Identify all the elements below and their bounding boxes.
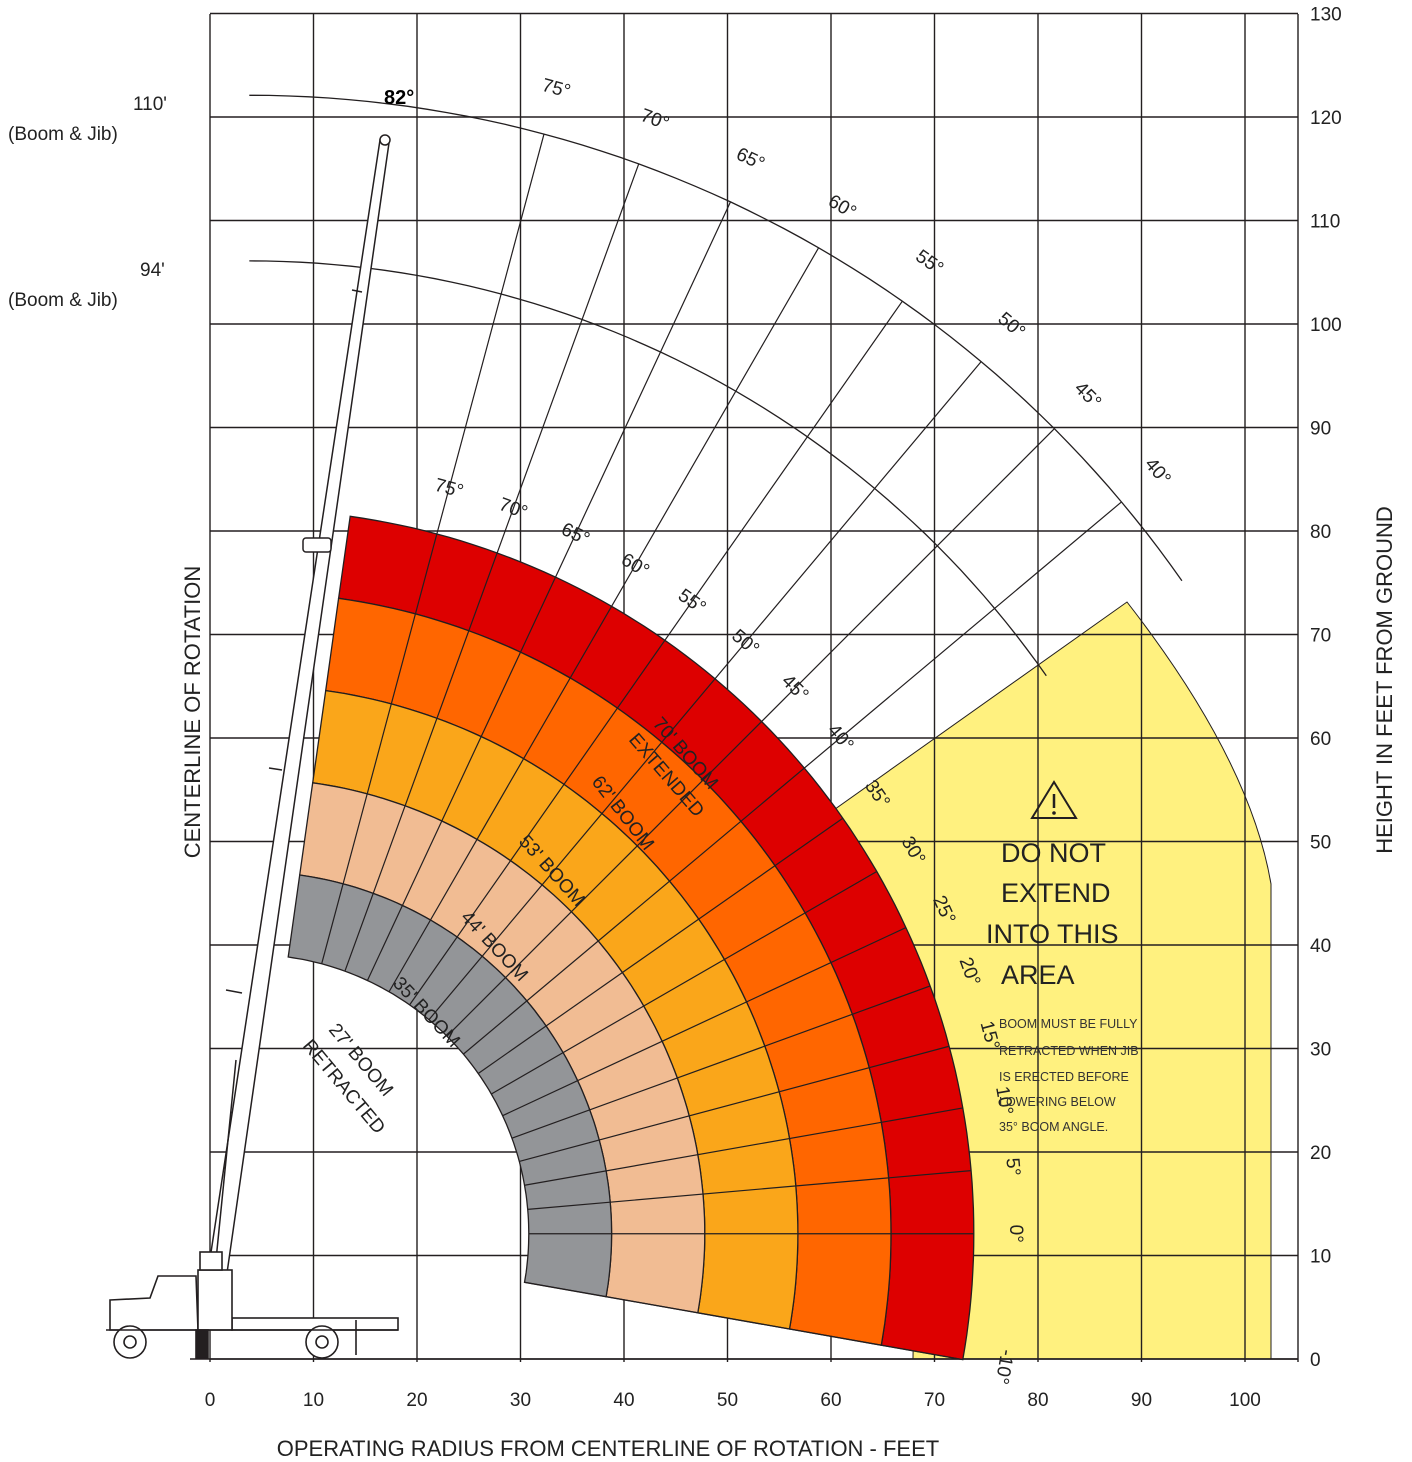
x-tick-label: 70	[924, 1390, 945, 1411]
x-tick-label: 80	[1027, 1390, 1048, 1411]
warning-line-2: EXTEND	[1001, 878, 1111, 908]
jib-110-label: 110'	[133, 94, 167, 115]
angle-ray	[502, 927, 907, 1117]
warning-note-2: RETRACTED WHEN JIB	[999, 1044, 1139, 1058]
inner-angle-label: 40°	[823, 720, 858, 756]
angle-ray	[477, 817, 844, 1074]
angle-ray	[511, 985, 931, 1139]
x-tick-label: 50	[717, 1390, 738, 1411]
y-tick-label: 10	[1310, 1247, 1331, 1268]
angle-ray	[524, 1281, 963, 1361]
x-tick-label: 40	[613, 1390, 634, 1411]
warning-line-1: DO NOT	[1001, 838, 1106, 868]
band-35	[287, 874, 613, 1298]
inner-angle-label: 0°	[1005, 1225, 1026, 1243]
y-tick-label: 40	[1310, 936, 1331, 957]
outer-angle-label: 50°	[994, 308, 1030, 343]
y-tick-label: 60	[1310, 729, 1331, 750]
outer-angle-label: 75°	[540, 75, 573, 103]
centerline-label: CENTERLINE OF ROTATION	[180, 566, 205, 859]
x-tick-label: 0	[205, 1390, 216, 1411]
inner-angle-label: 50°	[727, 626, 763, 661]
warning-note-4: LOWERING BELOW	[999, 1095, 1116, 1109]
y-tick-label: 0	[1310, 1350, 1321, 1371]
y-tick-label: 130	[1310, 5, 1342, 26]
angle-ray	[519, 1045, 950, 1163]
angle-ray	[446, 428, 1055, 1037]
inner-angle-label: 75°	[432, 475, 465, 503]
y-axis-ticks: 0 10 20 30 40 50 60 70 80 90 100 110 120 130	[1310, 5, 1342, 1372]
jib-94-sublabel: (Boom & Jib)	[8, 290, 118, 311]
angle-ray	[428, 361, 982, 1021]
angle-ray	[491, 870, 878, 1095]
inner-angle-label: 65°	[558, 519, 593, 550]
jib-94-label: 94'	[140, 260, 165, 281]
x-tick-label: 10	[303, 1390, 324, 1411]
jib-reach-arcs	[249, 94, 1183, 677]
jib-arc	[249, 260, 1047, 677]
inner-angle-label: 10°	[991, 1085, 1017, 1117]
angle-ray	[366, 201, 732, 981]
warning-line-3: INTO THIS	[986, 919, 1119, 949]
inner-angle-label: 5°	[1001, 1157, 1024, 1177]
y-tick-label: 110	[1310, 212, 1340, 233]
y-axis-title: HEIGHT IN FEET FROM GROUND	[1372, 506, 1397, 854]
angle-ray	[463, 501, 1122, 1055]
warning-note-1: BOOM MUST BE FULLY	[999, 1017, 1138, 1031]
x-axis-title: OPERATING RADIUS FROM CENTERLINE OF ROTA…	[277, 1436, 939, 1461]
angle-ray	[388, 247, 820, 993]
warning-line-4: AREA	[1001, 960, 1075, 990]
y-tick-label: 80	[1310, 522, 1331, 543]
angle-ray	[344, 163, 640, 972]
outer-angle-label: 55°	[911, 246, 947, 280]
max-angle-label: 82°	[384, 87, 414, 109]
jib-arc	[249, 94, 1183, 582]
outer-angle-label: 60°	[824, 191, 859, 224]
y-tick-label: 70	[1310, 626, 1331, 647]
x-tick-label: 100	[1229, 1390, 1261, 1411]
warning-note-3: IS ERECTED BEFORE	[999, 1070, 1129, 1084]
y-tick-label: 90	[1310, 419, 1331, 440]
outer-angle-label: 45°	[1070, 378, 1105, 413]
outer-angle-label: 70°	[638, 105, 672, 135]
boom-range-bands	[287, 515, 975, 1361]
outer-angle-label: 65°	[733, 144, 768, 175]
inner-angle-label: 70°	[496, 494, 530, 524]
x-tick-label: 60	[820, 1390, 841, 1411]
y-tick-label: 100	[1310, 315, 1342, 336]
x-axis-ticks: 0 10 20 30 40 50 60 70 80 90 100	[205, 1390, 1261, 1411]
y-tick-label: 120	[1310, 108, 1342, 129]
outer-angle-label: 40°	[1140, 454, 1175, 490]
angle-ray	[321, 133, 545, 964]
x-tick-label: 90	[1131, 1390, 1152, 1411]
x-tick-label: 20	[406, 1390, 427, 1411]
jib-110-sublabel: (Boom & Jib)	[8, 124, 118, 145]
inner-angle-label: 60°	[617, 549, 652, 582]
y-tick-label: 50	[1310, 833, 1331, 854]
angle-ray	[527, 1170, 972, 1211]
warning-icon	[1030, 780, 1078, 819]
y-tick-label: 20	[1310, 1143, 1331, 1164]
angle-ray	[524, 1107, 963, 1186]
warning-note-5: 35° BOOM ANGLE.	[999, 1120, 1108, 1134]
x-tick-label: 30	[510, 1390, 531, 1411]
inner-angle-label: 55°	[674, 585, 710, 619]
truck-icon	[106, 1251, 399, 1359]
y-tick-label: 30	[1310, 1040, 1331, 1061]
boom-angle-lines	[321, 133, 1122, 1361]
angle-ray	[409, 300, 903, 1006]
